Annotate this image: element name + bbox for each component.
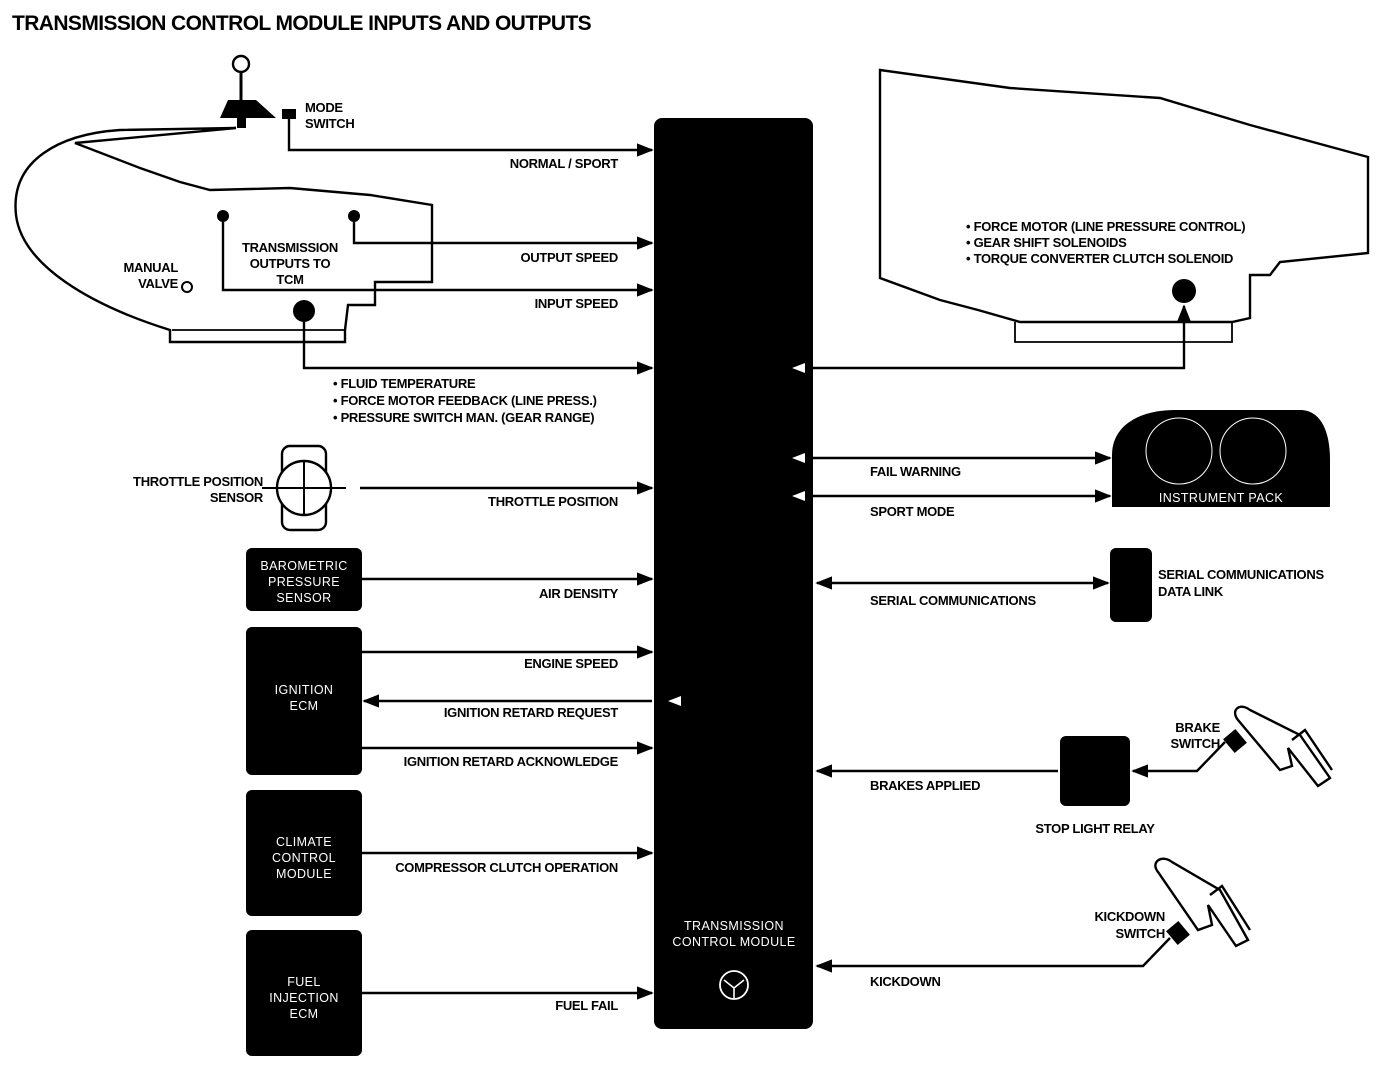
output-stub-icon (792, 491, 805, 501)
output-stub-icon (668, 696, 681, 706)
baro-label-2: PRESSURE (268, 575, 340, 589)
stop-light-relay-box (1060, 736, 1130, 806)
stop-light-relay-label: STOP LIGHT RELAY (1035, 821, 1155, 836)
fluid-line (302, 322, 654, 375)
right-output-3: • TORQUE CONVERTER CLUTCH SOLENOID (966, 251, 1233, 266)
serial-comms-label: SERIAL COMMUNICATIONS (870, 593, 1036, 608)
baro-label-3: SENSOR (276, 591, 331, 605)
sensor-input-speed-icon (348, 210, 360, 222)
output-speed-line (352, 222, 654, 250)
output-speed-label: OUTPUT SPEED (520, 250, 618, 265)
fuel-label-1: FUEL (287, 975, 321, 989)
instrument-pack (1112, 410, 1330, 507)
mode-switch-label-2: SWITCH (305, 116, 354, 131)
manual-valve-label-2: VALVE (138, 276, 179, 291)
transmission-right (878, 68, 1370, 343)
climate-control-box (246, 790, 362, 916)
ignition-label-2: ECM (290, 699, 319, 713)
fluid-item-1: • FLUID TEMPERATURE (333, 376, 476, 391)
normal-sport-label: NORMAL / SPORT (510, 156, 619, 171)
tps-label-1: THROTTLE POSITION (133, 474, 263, 489)
tcm-label-2: CONTROL MODULE (672, 935, 795, 949)
climate-label-2: CONTROL (272, 851, 336, 865)
right-output-2: • GEAR SHIFT SOLENOIDS (966, 235, 1127, 250)
instrument-pack-label: INSTRUMENT PACK (1159, 491, 1284, 505)
kickdown-label: KICKDOWN (870, 974, 941, 989)
fluid-sensor-icon (293, 300, 315, 322)
climate-label-1: CLIMATE (276, 835, 332, 849)
compressor-label: COMPRESSOR CLUTCH OPERATION (395, 860, 618, 875)
input-speed-line (221, 222, 654, 297)
manual-valve-icon (181, 281, 193, 293)
gear-shifter-icon (220, 54, 276, 128)
outputs-label-3: TCM (276, 272, 303, 287)
kickdown-pedal-icon (1154, 857, 1252, 948)
ignition-retard-ack-label: IGNITION RETARD ACKNOWLEDGE (404, 754, 619, 769)
fuel-label-3: ECM (290, 1007, 319, 1021)
throttle-position-label: THROTTLE POSITION (488, 494, 618, 509)
baro-label-1: BAROMETRIC (260, 559, 347, 573)
manual-valve-label-1: MANUAL (123, 260, 178, 275)
engine-speed-label: ENGINE SPEED (524, 656, 618, 671)
air-density-label: AIR DENSITY (539, 586, 619, 601)
throttle-position-sensor-icon (262, 444, 346, 532)
fuel-injection-box (246, 930, 362, 1056)
fuel-fail-label: FUEL FAIL (555, 998, 618, 1013)
outputs-label-1: TRANSMISSION (242, 240, 338, 255)
brake-switch-line (1131, 741, 1226, 778)
outputs-label-2: OUTPUTS TO (250, 256, 331, 271)
sport-mode-label: SPORT MODE (870, 504, 955, 519)
ignition-label-1: IGNITION (275, 683, 334, 697)
kickdown-switch-label-2: SWITCH (1116, 926, 1165, 941)
kickdown-line (815, 937, 1171, 973)
tcm-box (654, 118, 813, 1029)
transmission-connector-icon (1172, 279, 1196, 303)
brakes-applied-label: BRAKES APPLIED (870, 778, 980, 793)
fluid-item-2: • FORCE MOTOR FEEDBACK (LINE PRESS.) (333, 393, 597, 408)
brake-pedal-icon (1223, 705, 1333, 788)
brake-switch-label-2: SWITCH (1171, 736, 1220, 751)
mode-switch-icon (282, 109, 296, 119)
ignition-retard-request-label: IGNITION RETARD REQUEST (444, 705, 619, 720)
kickdown-switch-label-1: KICKDOWN (1094, 909, 1165, 924)
tps-label-2: SENSOR (210, 490, 264, 505)
normal-sport-line (287, 119, 654, 157)
serial-link-label-2: DATA LINK (1158, 584, 1224, 599)
tcm-label-1: TRANSMISSION (684, 919, 784, 933)
input-speed-label: INPUT SPEED (535, 296, 618, 311)
sensor-output-speed-icon (217, 210, 229, 222)
data-link-connector (1110, 548, 1152, 622)
fluid-item-3: • PRESSURE SWITCH MAN. (GEAR RANGE) (333, 410, 594, 425)
diagram-title: TRANSMISSION CONTROL MODULE INPUTS AND O… (12, 12, 592, 35)
mode-switch-label-1: MODE (305, 100, 343, 115)
tcm-logo-icon (719, 970, 749, 1000)
transmission-output-line (813, 304, 1191, 370)
fail-warning-label: FAIL WARNING (870, 464, 961, 479)
right-output-1: • FORCE MOTOR (LINE PRESSURE CONTROL) (966, 219, 1245, 234)
serial-link-label-1: SERIAL COMMUNICATIONS (1158, 567, 1324, 582)
output-stub-icon (792, 453, 805, 463)
barometric-sensor-box (246, 548, 362, 611)
transmission-left (14, 54, 434, 344)
brake-switch-label-1: BRAKE (1175, 720, 1220, 735)
ignition-ecm-box (246, 627, 362, 775)
fuel-label-2: INJECTION (269, 991, 339, 1005)
output-stub-icon (792, 363, 805, 373)
climate-label-3: MODULE (276, 867, 332, 881)
